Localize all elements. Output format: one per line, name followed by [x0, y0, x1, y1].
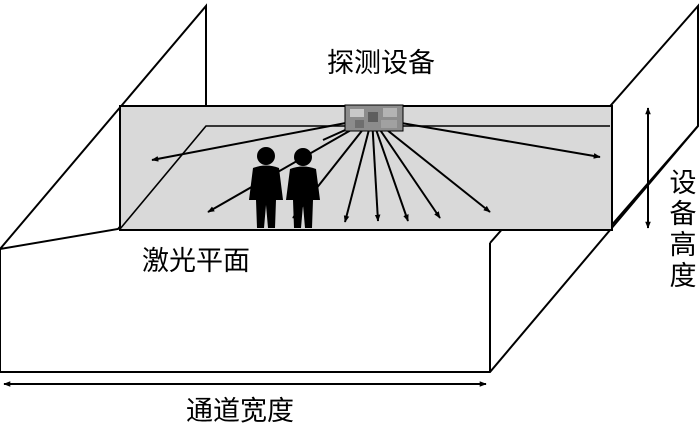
laser-beam	[371, 117, 381, 222]
laser-beams	[151, 117, 601, 223]
person-silhouette	[249, 147, 283, 228]
device-height-label: 设备高度	[669, 168, 697, 292]
detection-device	[344, 104, 404, 132]
laser-beam	[292, 117, 373, 219]
laser-beam	[371, 117, 491, 213]
laser-beam	[371, 117, 441, 219]
passage-back-edge	[119, 125, 610, 230]
channel-width-label: 通道宽度	[186, 396, 294, 427]
laser-beam	[207, 117, 373, 213]
detection-device-label: 探测设备	[327, 48, 435, 79]
laser-beam	[151, 117, 373, 162]
laser-beam	[371, 117, 601, 159]
laser-plane-label: 激光平面	[142, 246, 250, 277]
laser-beam	[343, 117, 373, 223]
laser-beam	[371, 117, 409, 222]
